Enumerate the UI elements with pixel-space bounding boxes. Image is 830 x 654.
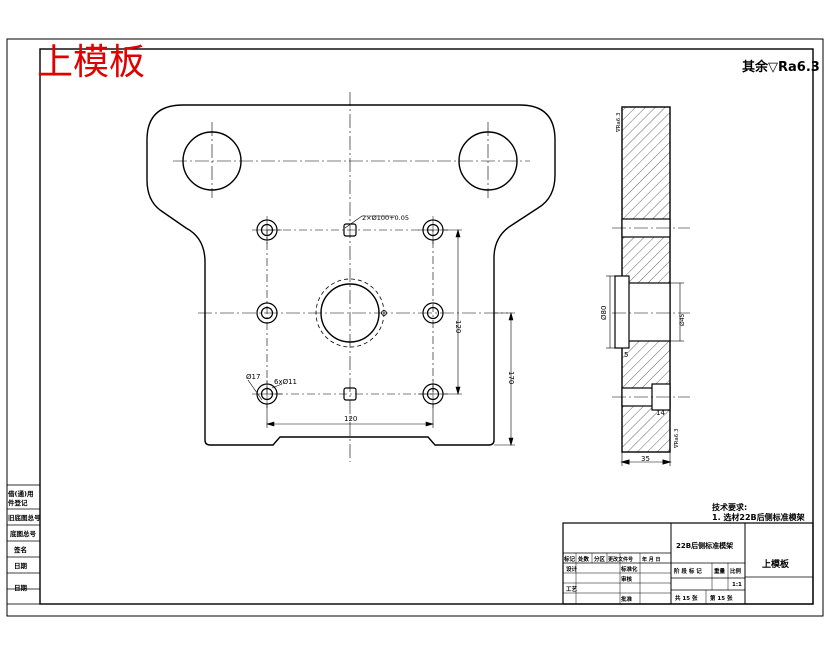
side-phi80-label: Ø80 <box>600 306 608 320</box>
dim-120-v-label: 120 <box>454 320 462 333</box>
left-r1b: 件登记 <box>8 498 28 507</box>
tb-material: 22B后侧标准模架 <box>676 541 733 550</box>
tb-hdr-mark: 标记 <box>563 555 576 563</box>
dim-120-vertical <box>443 228 462 396</box>
left-r3: 底图总号 <box>10 529 37 538</box>
left-r4: 签名 <box>13 545 27 554</box>
tb-hdr-qty: 处数 <box>577 555 590 563</box>
tb-scale-val: 1:1 <box>732 582 742 588</box>
pin-hole-bottom <box>343 387 357 401</box>
left-r2: 旧底图总号 <box>8 513 41 522</box>
side-roughness-top: ∇Ra6.3 <box>616 112 622 133</box>
side-phi45-label: Ø45 <box>679 313 686 326</box>
tb-part-name: 上模板 <box>762 558 790 570</box>
side-view <box>606 106 690 466</box>
tb-hdr-zone: 分区 <box>594 555 606 563</box>
pin-hole-top <box>343 223 357 237</box>
dim-170-vertical <box>494 311 515 447</box>
side-14-label: 14 <box>656 409 665 417</box>
phi17-label: Ø17 <box>246 373 260 381</box>
tb-hdr-date: 年 月 日 <box>642 556 660 563</box>
left-r6: 日期 <box>14 583 28 592</box>
pin-note: 2×Ø100+0.05 <box>362 214 409 222</box>
tech-heading: 技术要求: <box>712 502 747 512</box>
dim-170-v-label: 170 <box>507 371 515 384</box>
side-35-label: 35 <box>641 455 650 463</box>
central-bore <box>320 283 380 343</box>
tb-weight: 重量 <box>714 567 726 575</box>
side-roughness-bottom: ∇Ra6.3 <box>674 428 680 449</box>
left-r5: 日期 <box>14 561 28 570</box>
tb-scale: 比例 <box>730 567 742 575</box>
dim-120-h-label: 120 <box>344 415 357 423</box>
front-view <box>146 92 556 462</box>
tb-stage: 阶 段 标 记 <box>674 567 702 575</box>
tech-line-1: 1. 选材22B后侧标准模架 <box>712 512 805 522</box>
title-block <box>562 522 814 605</box>
left-margin-table <box>6 484 41 605</box>
tb-check: 审核 <box>621 575 633 583</box>
left-r1: 借(通)用 <box>7 489 33 498</box>
outer-frame <box>6 38 824 617</box>
side-5-label: 5 <box>624 351 628 359</box>
roughness-note: 其余▽Ra6.3 <box>742 59 820 75</box>
tb-approve: 批准 <box>621 595 633 603</box>
red-title: 上模板 <box>37 42 145 83</box>
tb-craft: 工艺 <box>566 585 578 593</box>
plate-outline <box>146 104 556 446</box>
tb-sheet-no: 第 15 张 <box>710 594 733 602</box>
tb-sheets: 共 15 张 <box>675 594 698 602</box>
tb-design: 设计 <box>566 565 578 573</box>
dim-120-horizontal <box>265 404 435 428</box>
holes-label: 6xØ11 <box>274 378 297 386</box>
inner-frame <box>39 48 814 605</box>
tb-hdr-change: 更改文件号 <box>608 556 633 563</box>
tb-std: 标准化 <box>620 565 638 573</box>
